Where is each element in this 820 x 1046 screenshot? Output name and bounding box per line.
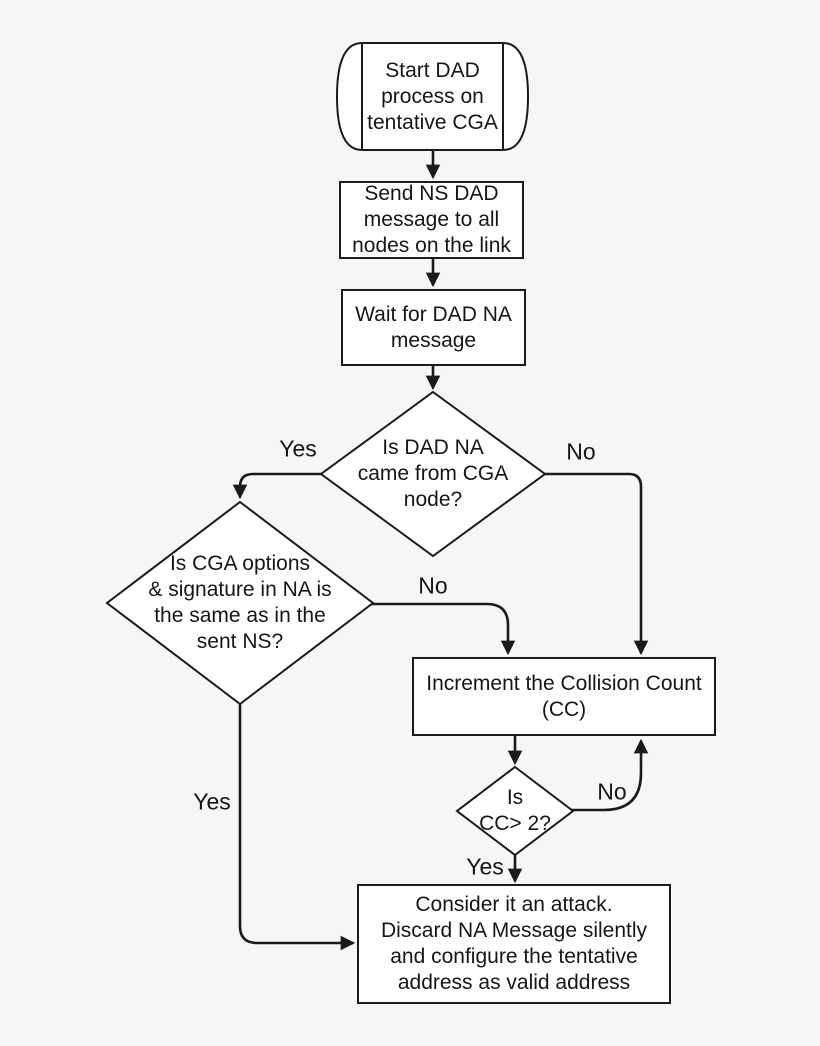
decision-is-from-cga-shape (319, 390, 547, 558)
process-send-ns-shape (339, 181, 524, 259)
connector-decision1-no (543, 472, 649, 656)
decision-is-sig-same-shape (105, 500, 375, 706)
process-wait-na-shape (341, 289, 526, 366)
connector-decision2-yes (238, 701, 356, 951)
process-increment-cc-shape (412, 657, 716, 736)
connector-decision1-yes (232, 472, 324, 500)
decision-is-cc-gt-2-shape (455, 765, 575, 857)
connector-decision2-no (371, 602, 516, 656)
terminal-start-shape (335, 42, 530, 151)
connector-decision3-no (571, 738, 649, 812)
process-consider-attack-shape (357, 884, 671, 1004)
